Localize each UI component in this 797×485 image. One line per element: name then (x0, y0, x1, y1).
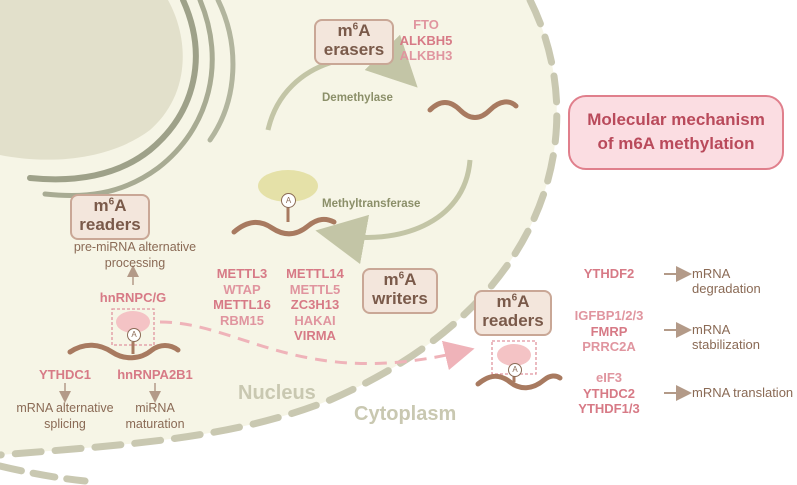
reader-group-stabilization: IGFBP1/2/3 FMRP PRRC2A (574, 308, 644, 354)
readers-box-cytoplasm: m6A readers (474, 290, 552, 336)
diagram-title: Molecular mechanism of m6A methylation (568, 95, 784, 170)
reader-group-translation: eIF3 YTHDC2 YTHDF1/3 (578, 370, 640, 416)
writers-box: m6A writers (362, 268, 438, 314)
cell-membrane (0, 462, 89, 485)
reader-selection-box (111, 308, 155, 346)
mrna-unmethylated (427, 99, 519, 120)
methyltransferase-arrow (315, 159, 473, 265)
erasers-box: m6A erasers (314, 19, 394, 65)
ythdc1-label: YTHDC1 (38, 367, 91, 382)
mrna-cytoplasm (475, 373, 563, 391)
methyl-mark: A (127, 328, 141, 342)
splicing-label: mRNA alternative splicing (16, 401, 114, 431)
outcome-degradation: mRNA degradation (692, 266, 761, 296)
reader-selection-box-cyto (491, 340, 537, 375)
eraser-fto: FTO (413, 17, 439, 32)
mirna-maturation-label: miRNA maturation (125, 401, 185, 431)
methyltransferase-label: Methyltransferase (322, 198, 421, 210)
writers-column-1: METTL3 WTAP METTL16 RBM15 (213, 266, 271, 328)
readers-box-nucleus: m6A readers (70, 194, 150, 240)
outcome-stabilization: mRNA stabilization (692, 322, 760, 352)
hnrnpa2b1-label: hnRNPA2B1 (117, 367, 193, 382)
nuclear-envelope (0, 0, 561, 459)
cytoplasm-label: Cytoplasm (354, 403, 457, 425)
pre-mirna-label: pre-miRNA alternative processing (73, 240, 197, 270)
methyl-mark: A (508, 363, 522, 377)
outcome-translation: mRNA translation (692, 385, 794, 400)
eraser-alkbh3: ALKBH3 (399, 48, 453, 63)
erasers-list: FTO ALKBH5 ALKBH3 (394, 17, 458, 64)
nucleolus-ring-1 (27, 0, 199, 183)
eraser-alkbh5: ALKBH5 (399, 32, 453, 48)
writers-column-2: METTL14 METTL5 ZC3H13 HAKAI VIRMA (286, 266, 344, 343)
hnrnpc-label: hnRNPC/G (99, 290, 167, 305)
methyl-mark: A (281, 193, 296, 208)
nucleolus-ring-3 (207, 0, 236, 143)
reader-group-degradation: YTHDF2 (583, 266, 635, 281)
reader-protein-nucleus (116, 311, 150, 333)
export-arrow (159, 320, 475, 371)
mrna-methylated (231, 216, 337, 237)
mrna-nucleus (67, 342, 181, 361)
nucleolus (0, 0, 183, 160)
methyltransferase-protein (258, 170, 318, 202)
demethylase-label: Demethylase (322, 92, 393, 104)
nucleus-label: Nucleus (238, 382, 316, 404)
reader-protein-cytoplasm (497, 344, 531, 366)
